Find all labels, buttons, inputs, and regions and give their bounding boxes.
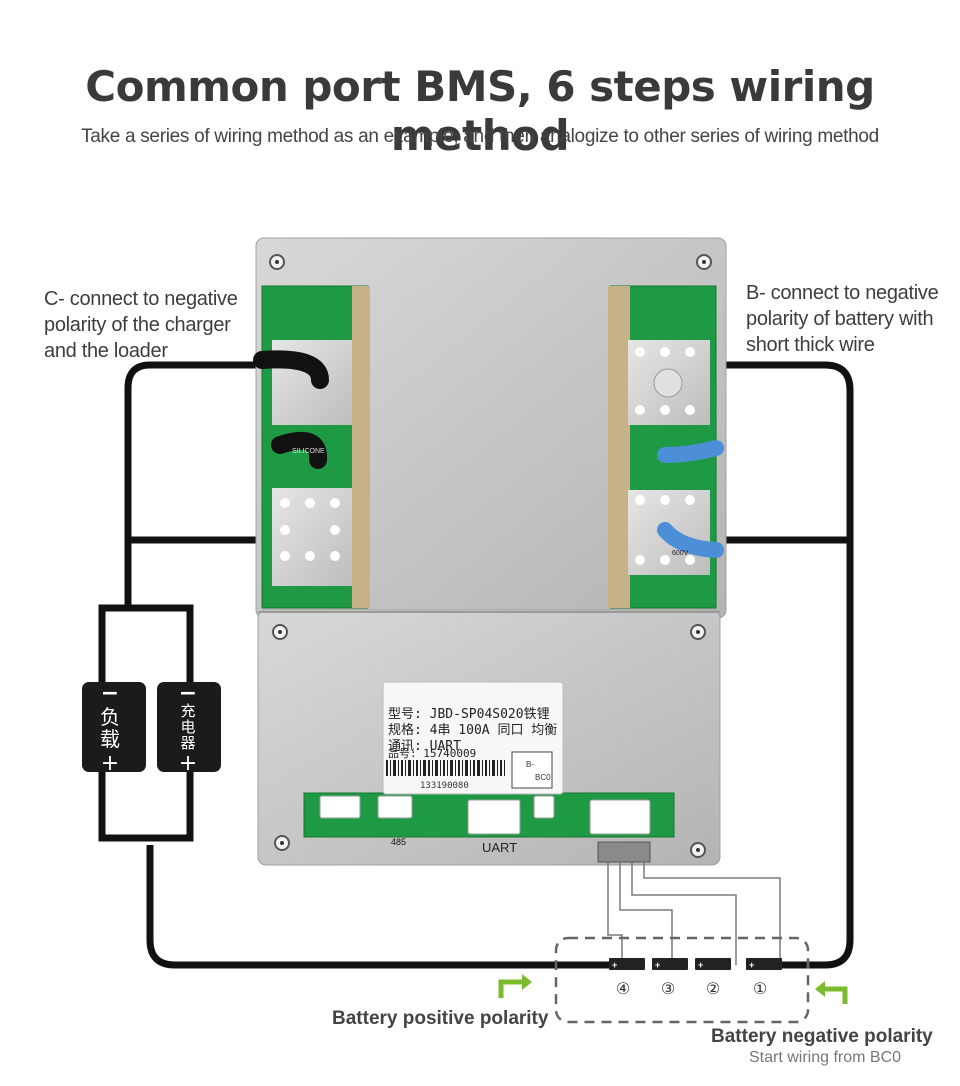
note-line: and the loader (44, 340, 168, 362)
barcode-number: 133190080 (420, 781, 469, 791)
c-wire-top (124, 361, 270, 608)
svg-text:+: + (749, 960, 754, 970)
port-uart-label: UART (482, 840, 517, 855)
svg-text:+: + (698, 960, 703, 970)
page-title: Common port BMS, 6 steps wiring method (85, 62, 875, 160)
bms-board (253, 237, 727, 866)
positive-arrow (498, 979, 524, 998)
load-char: 载 (100, 727, 120, 751)
charger-char: 器 (180, 734, 195, 752)
charger-plus: + (179, 751, 197, 776)
charger-device (157, 682, 221, 772)
load-char: 负 (100, 705, 120, 729)
svg-text:+: + (612, 960, 617, 970)
svg-text:+: + (655, 960, 660, 970)
charger-char: 充 (180, 702, 195, 720)
arrows (498, 979, 848, 1004)
b-minus-note: B- connect to negative polarity of batte… (746, 280, 956, 358)
charger-label: − 充 电 器 + (179, 681, 197, 776)
battery-positive-label: Battery positive polarity (332, 1008, 549, 1029)
sense-wires (607, 862, 781, 965)
battery-box (554, 936, 810, 1024)
main-wires (124, 361, 854, 969)
charger-char: 电 (180, 718, 195, 736)
load-label: − 负 载 + (100, 681, 120, 776)
cell-number: ① (753, 981, 767, 998)
note-line: polarity of battery with (746, 308, 934, 330)
load-device (82, 682, 146, 772)
port-485-label: 485 (391, 837, 406, 847)
positive-wire (146, 845, 610, 969)
note-line: polarity of the charger (44, 314, 231, 336)
b-wire-right (700, 361, 854, 969)
negative-arrow (823, 986, 848, 1004)
battery-cells (609, 958, 782, 970)
qr-label: B- (526, 760, 534, 769)
cell-numbers: ④ ③ ② ① (616, 981, 767, 998)
charger-minus: − (179, 681, 197, 706)
load-minus: − (101, 681, 119, 706)
silicone-text: SILICONE (292, 448, 325, 455)
sticker-line: 通讯: UART (388, 739, 461, 754)
cell-number: ② (706, 981, 720, 998)
battery-negative-label: Battery negative polarity (711, 1026, 933, 1047)
note-line: C- connect to negative (44, 288, 238, 310)
cell-number: ③ (661, 981, 675, 998)
qr-label: BC0 (535, 773, 551, 782)
sticker-line: 品号: 15740009 (388, 747, 476, 760)
sticker-line: 型号: JBD-SP04S020铁锂 (388, 707, 550, 722)
device-frame (98, 604, 194, 842)
note-line: short thick wire (746, 334, 875, 356)
note-line: B- connect to negative (746, 282, 939, 304)
sticker-line: 规格: 4串 100A 同口 均衡 (388, 722, 557, 738)
load-plus: + (101, 751, 119, 776)
page-subtitle: Take a series of wiring method as an exa… (81, 126, 879, 147)
cell-number: ④ (616, 981, 630, 998)
board-text: 型号: JBD-SP04S020铁锂 规格: 4串 100A 同口 均衡 通讯:… (292, 448, 689, 855)
cell-signs: + + + + (612, 960, 754, 970)
wire-text: 600V (672, 550, 689, 557)
c-minus-note: C- connect to negative polarity of the c… (44, 286, 274, 364)
start-wiring-label: Start wiring from BC0 (749, 1049, 902, 1066)
